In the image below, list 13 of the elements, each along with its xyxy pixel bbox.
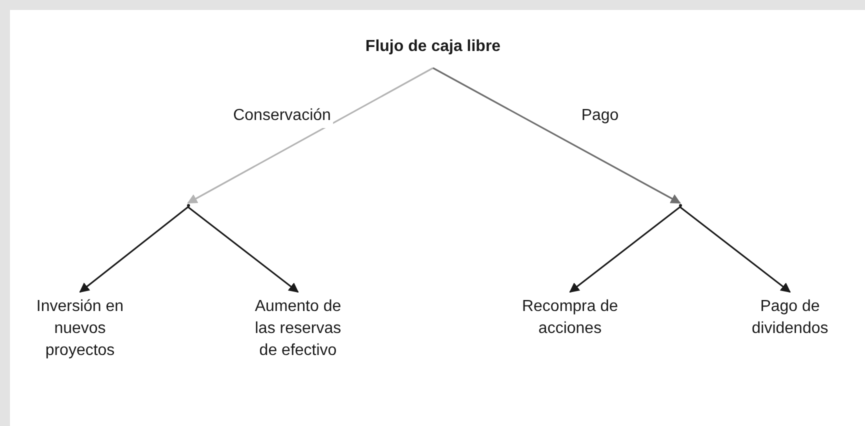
arrow (187, 67, 434, 204)
node-label: Flujo de caja libre (365, 37, 501, 57)
node-label: Pago de dividendos (750, 297, 830, 339)
arrow (680, 206, 791, 293)
node-label: Inversión en nuevos proyectos (35, 297, 125, 361)
node-label: Recompra de acciones (520, 297, 620, 339)
arrow (188, 206, 299, 293)
junction-point (186, 204, 190, 207)
junction-point (678, 204, 682, 207)
arrow (79, 206, 188, 293)
arrow (432, 67, 681, 204)
node-label: Aumento de las reservas de efectivo (254, 297, 342, 361)
arrow (569, 206, 680, 293)
